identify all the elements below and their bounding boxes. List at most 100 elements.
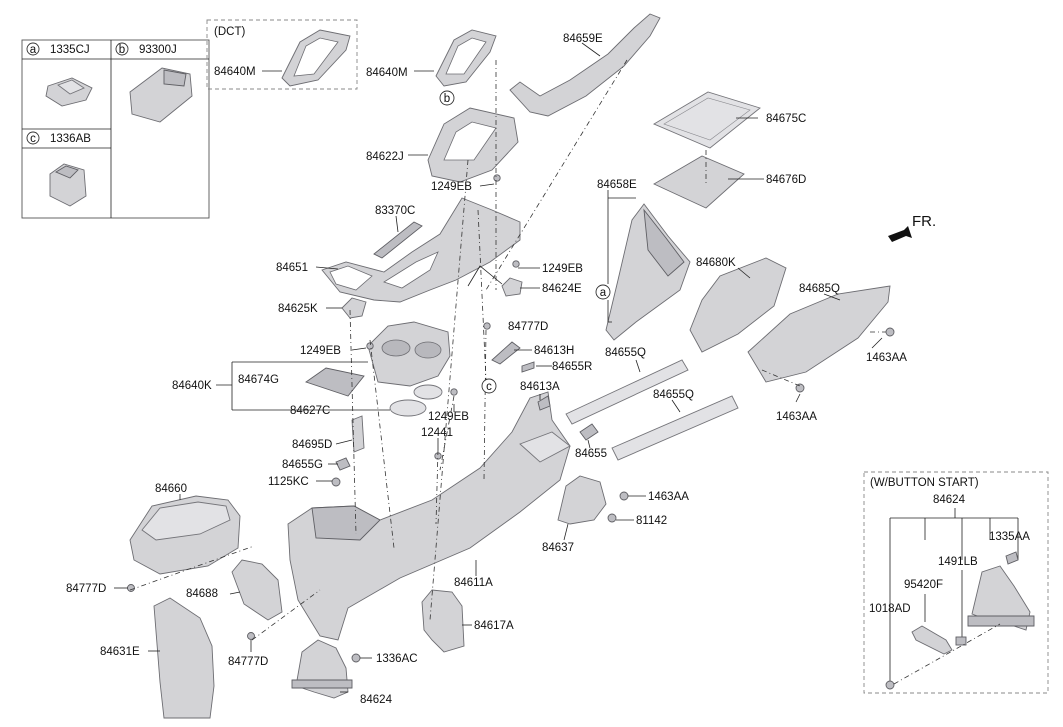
label-1249EB-c: 1249EB [300,345,341,357]
label-84676D: 84676D [766,174,806,186]
mat-84675C [653,91,761,149]
label-1336AC: 1336AC [376,653,418,665]
label-84685Q: 84685Q [799,283,840,295]
label-84655R: 84655R [552,361,592,373]
button-start-label-1335AA: 1335AA [989,531,1030,543]
trim-strip-84659E [509,13,661,117]
label-84622J: 84622J [366,151,404,163]
label-84695D: 84695D [292,439,332,451]
label-84777D-a: 84777D [508,321,548,333]
button-start-label-95420F: 95420F [904,579,943,591]
label-84659E: 84659E [563,33,603,45]
label-84688: 84688 [186,588,218,600]
label-12441: 12441 [421,427,453,439]
screw-1249EB-c [366,342,374,350]
front-arrow: FR. [888,213,936,242]
callout-a: a [600,287,607,299]
console-body-rear [519,431,571,463]
button-start-harness-drawing [911,625,953,655]
dct-title: (DCT) [214,26,245,38]
button-start-label-1491LB: 1491LB [938,556,978,568]
screw-81142 [607,513,617,523]
label-84625K: 84625K [278,303,318,315]
label-84777D-c: 84777D [228,656,268,668]
clip-1336AB-drawing [49,163,87,207]
legend-part-b: 93300J [139,44,177,56]
label-1463AA-b: 1463AA [776,411,817,423]
legend-part-a: 1335CJ [50,44,90,56]
screw-84777D-c [247,632,255,640]
console-body-top [311,505,381,541]
label-1249EB-d: 1249EB [428,411,469,423]
shift-switch-knob [163,69,187,87]
screw-1463AA-a [885,327,895,337]
label-84640M: 84640M [366,67,408,79]
leader-lines [114,42,883,693]
button-start-bracket-rail [967,615,1035,627]
screw-1463AA-c [619,491,629,501]
button-start-clip-1335AA [1005,551,1019,565]
label-1463AA-c: 1463AA [648,491,689,503]
label-84777D-b: 84777D [66,583,106,595]
label-1249EB-a: 1249EB [431,181,472,193]
assembly-lines [129,59,886,641]
label-84655: 84655 [575,448,607,460]
screw-84777D-a [483,322,491,330]
clip-1335CJ-top [57,79,85,95]
label-84637: 84637 [542,542,574,554]
tray-84676D [653,155,745,209]
strip-84655Q-b [611,395,739,461]
label-84655Q-b: 84655Q [653,389,694,401]
label-83370C: 83370C [375,205,415,217]
label-84624: 84624 [360,694,393,706]
screw-1249EB-b [512,260,520,268]
button-start-label-84624: 84624 [933,494,966,506]
part-84613H [491,341,521,365]
bracket-84617A [421,589,465,653]
pad-84627C-a [389,399,427,417]
side-panel-84658E [605,203,691,341]
screw-84777D-b [127,584,135,592]
screw-1249EB-d [450,388,458,396]
label-1463AA-a: 1463AA [866,352,907,364]
button-start-screw-1018AD [885,680,895,690]
front-label: FR. [912,213,936,230]
button-start-title: (W/BUTTON START) [870,477,979,489]
cover-84680K [689,257,787,353]
screw-1463AA-b [795,383,805,393]
label-84674G: 84674G [238,374,279,386]
nut-1336AC [351,653,361,663]
label-84631E: 84631E [100,646,140,658]
label-1125KC: 1125KC [268,476,309,488]
legend-box: a 1335CJ b 93300J c 1336AB [21,39,210,219]
label-84660: 84660 [155,483,187,495]
bracket-84688 [231,559,283,621]
legend-part-c: 1336AB [50,133,91,145]
callout-b: b [444,93,450,105]
label-84611A: 84611A [454,577,493,589]
cup-holder [367,321,451,387]
label-84617A: 84617A [474,620,514,632]
bracket-84625K [341,297,367,319]
bracket-84624-rail [291,679,353,689]
label-84655Q-a: 84655Q [605,347,646,359]
part-84655 [579,423,599,441]
label-84655G: 84655G [282,459,323,471]
callout-c: c [486,381,492,393]
bolt-1125KC [331,477,341,487]
label-84651: 84651 [276,262,308,274]
bracket-84624 [295,639,349,699]
button-start-box: (W/BUTTON START) 84624 1335AA 1491LB 954… [863,471,1049,694]
armrest-top [141,501,231,541]
garnish-83370C [373,221,423,259]
strip-84655Q-a [565,359,689,425]
label-84680K: 84680K [696,257,736,269]
bracket-84637 [557,475,607,525]
legend-letter-b: b [119,44,125,56]
dct-part-label: 84640M [214,66,256,78]
part-84613A [537,395,551,411]
rear-cover-84631E [153,597,215,719]
button-start-connector [955,636,967,646]
dct-box: (DCT) 84640M [206,19,358,90]
